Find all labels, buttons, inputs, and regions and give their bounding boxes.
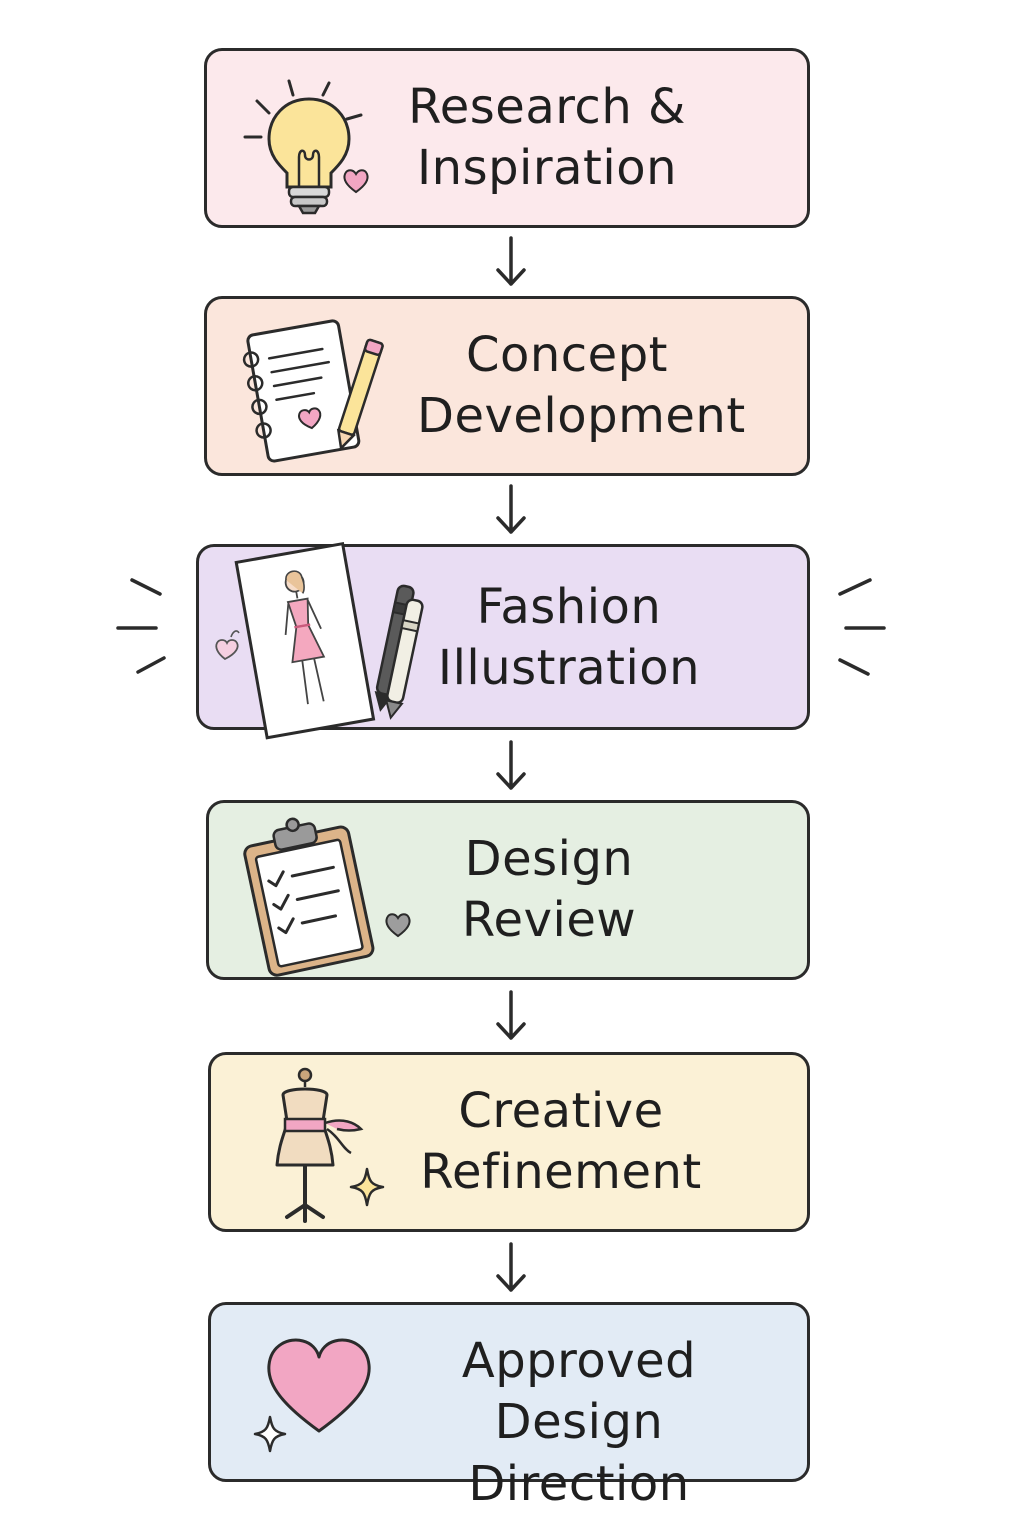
dress-form-icon	[275, 1067, 364, 1223]
arrow-down-icon	[496, 484, 526, 534]
step-label-line-1: Fashion	[476, 579, 662, 635]
step-label-line-2: Review	[461, 892, 637, 949]
step-research-inspiration: Research & Inspiration	[204, 48, 810, 228]
step-design-review: Design Review	[206, 800, 810, 980]
step-approved-design-direction: Approved Design Direction	[208, 1302, 810, 1512]
sparkle-icon	[349, 1167, 385, 1207]
step-label: Approved Design Direction	[389, 1331, 769, 1515]
step-label-line-2: Design Direction	[468, 1394, 690, 1512]
step-label-line-2: Illustration	[437, 640, 701, 697]
lightbulb-icon	[243, 79, 363, 215]
notebook-icon	[242, 319, 384, 463]
arrow-down-icon	[496, 990, 526, 1040]
small-heart-icon	[343, 169, 369, 194]
step-label-line-1: Approved	[461, 1333, 697, 1389]
emphasis-lines-left	[116, 578, 166, 674]
step-label-line-2: Development	[417, 388, 746, 445]
step-fashion-illustration: Fashion Illustration	[196, 541, 810, 740]
emphasis-lines-right	[838, 578, 886, 676]
step-label: Design Review	[399, 829, 699, 952]
step-creative-refinement: Creative Refinement	[208, 1052, 810, 1232]
arrow-down-icon	[496, 740, 526, 790]
step-label-line-2: Refinement	[420, 1144, 702, 1201]
clipboard-checklist-icon	[243, 817, 375, 977]
step-label-line-1: Research &	[408, 79, 686, 135]
sparkle-icon	[253, 1415, 287, 1453]
step-label: Fashion Illustration	[419, 577, 719, 700]
arrow-down-icon	[496, 236, 526, 286]
step-concept-development: Concept Development	[204, 296, 810, 476]
heart-icon	[267, 1338, 371, 1433]
step-label-line-1: Concept	[465, 327, 668, 383]
step-label-line-1: Design	[464, 831, 634, 887]
step-label: Research & Inspiration	[397, 77, 697, 200]
step-label-line-2: Inspiration	[417, 140, 677, 197]
step-label: Creative Refinement	[411, 1081, 711, 1204]
light-pen-icon	[384, 598, 424, 720]
arrow-down-icon	[496, 1242, 526, 1292]
step-label: Concept Development	[417, 325, 745, 448]
small-heart-icon	[385, 913, 411, 938]
step-label-line-1: Creative	[458, 1083, 664, 1139]
